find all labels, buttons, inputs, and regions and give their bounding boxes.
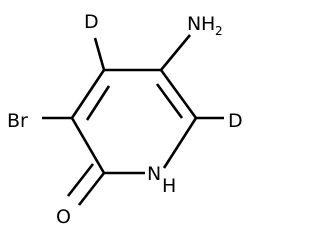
bond-c5-c6-inner <box>155 83 184 119</box>
ring-nitrogen-label: N <box>147 163 161 185</box>
bond-c5-c6 <box>159 69 198 119</box>
ring-nitrogen-hydrogen-label: H <box>162 175 176 197</box>
deuterium-right-label: D <box>228 110 243 132</box>
deuterium-top-label: D <box>84 11 99 33</box>
bond-c2-o-2 <box>66 163 95 197</box>
structure-canvas: N H 2 D D Br N H O <box>7 11 243 228</box>
carbonyl-oxygen-label: O <box>56 206 71 228</box>
amine-hydrogen-count: 2 <box>215 24 223 38</box>
bond-c6-n1 <box>162 117 198 169</box>
bond-c5-n <box>159 34 192 71</box>
bromine-label: Br <box>7 110 28 132</box>
bond-c3-c4 <box>70 69 106 119</box>
amine-hydrogen-label: H <box>201 13 215 35</box>
molecule-diagram: N H 2 D D Br N H O <box>7 11 243 228</box>
amine-nitrogen-label: N <box>187 13 201 35</box>
bond-c3-c4-inner <box>85 85 111 121</box>
bond-c2-c3 <box>70 117 106 174</box>
bond-c2-o-1 <box>77 172 106 206</box>
bond-c4-d <box>93 37 106 71</box>
